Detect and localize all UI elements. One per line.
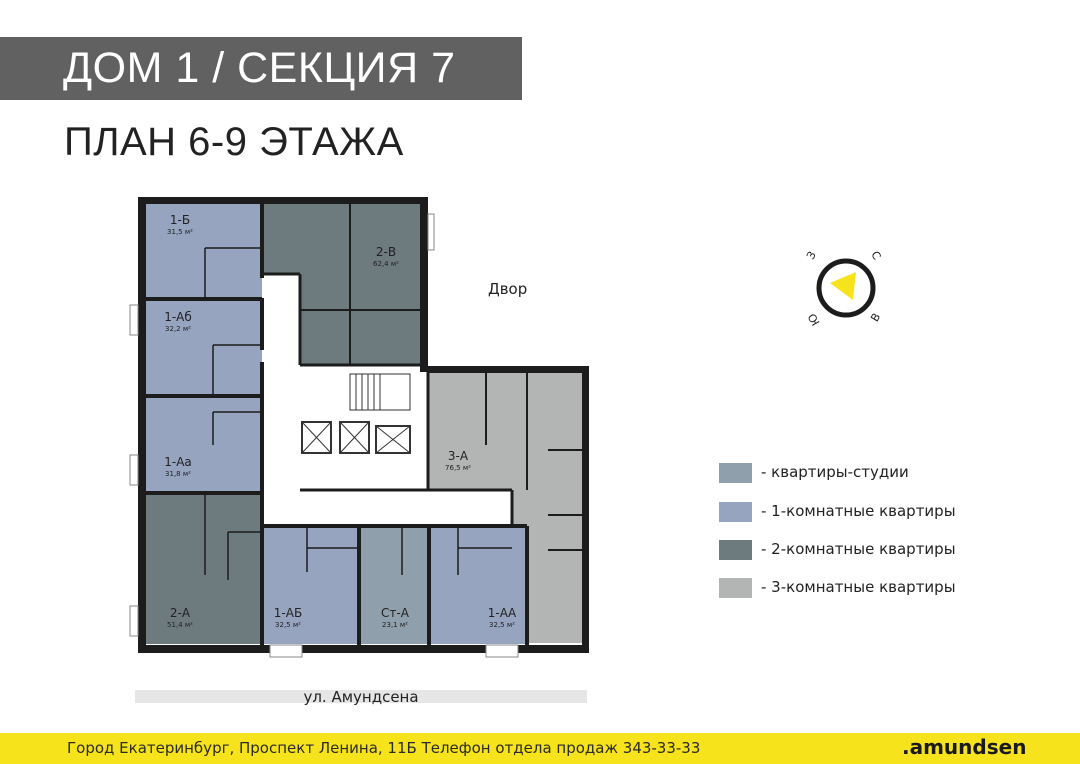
- legend-swatch-one-room: [719, 502, 752, 522]
- legend-item-studio: - квартиры-студии: [719, 461, 1019, 483]
- compass-south: Ю: [805, 311, 823, 328]
- legend-swatch-two-room: [719, 540, 752, 560]
- compass-icon: [816, 258, 876, 318]
- apartment-1-aa-fill: [145, 397, 262, 492]
- stair-and-elevators: [301, 373, 411, 454]
- legend-label: - квартиры-студии: [761, 463, 909, 481]
- apartment-st-a-fill: [361, 527, 428, 644]
- windows: [129, 213, 519, 658]
- plan-title: ПЛАН 6-9 ЭТАЖА: [64, 120, 404, 164]
- walls: [138, 197, 589, 653]
- core-area: [300, 372, 426, 490]
- brand-logo: .amundsen: [902, 735, 1027, 759]
- partitions: [146, 204, 582, 645]
- apartment-2-v-fill: [264, 203, 420, 365]
- page-title: ДОМ 1 / СЕКЦИЯ 7: [63, 44, 456, 92]
- legend-swatch-studio: [719, 463, 752, 483]
- footer-address: Город Екатеринбург, Проспект Ленина, 11Б…: [67, 739, 701, 757]
- legend-label: - 2-комнатные квартиры: [761, 540, 956, 558]
- legend-swatches: [719, 463, 752, 598]
- apartment-1-b-fill: [145, 203, 262, 298]
- compass-east: В: [868, 310, 884, 325]
- street-label: ул. Амундсена: [303, 688, 419, 706]
- apartment-3-a-fill: [428, 372, 582, 643]
- apartment-1-ab-fill: [145, 300, 262, 395]
- legend-item-two-room: - 2-комнатные квартиры: [719, 538, 1019, 560]
- legend-label: - 3-комнатные квартиры: [761, 578, 956, 596]
- legend-item-three-room: - 3-комнатные квартиры: [719, 576, 1019, 598]
- apartment-1-aaa-fill: [430, 527, 526, 644]
- legend-item-one-room: - 1-комнатные квартиры: [719, 500, 1019, 522]
- legend-swatch-three-room: [719, 578, 752, 598]
- footer-bar: [0, 733, 1080, 764]
- apartment-1-abig-fill: [264, 527, 359, 644]
- header-bar: [0, 37, 522, 100]
- legend-label: - 1-комнатные квартиры: [761, 502, 956, 520]
- street-line: [135, 690, 587, 703]
- compass-north: С: [868, 248, 884, 263]
- compass-arrow: [830, 272, 856, 300]
- apartment-2-a-fill: [145, 494, 262, 644]
- compass: С З Ю В: [804, 243, 884, 333]
- yard-label: Двор: [488, 280, 528, 298]
